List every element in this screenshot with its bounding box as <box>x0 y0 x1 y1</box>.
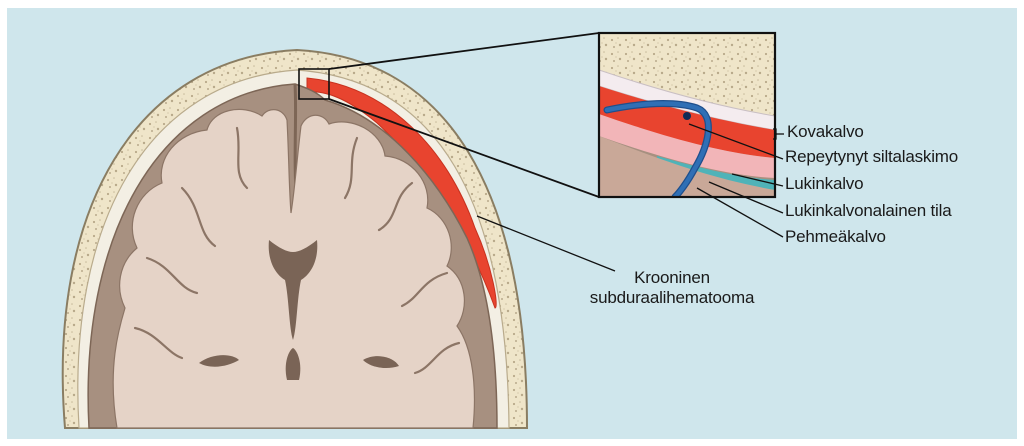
label-pia: Pehmeäkalvo <box>785 227 886 247</box>
label-arachnoid: Lukinkalvo <box>785 174 863 194</box>
label-hematoma-line1: Krooninen <box>567 268 777 288</box>
zoom-inset <box>599 33 775 197</box>
illustration-panel: Kovakalvo Repeytynyt siltalaskimo Lukink… <box>7 8 1017 439</box>
label-torn-bridging-vein: Repeytynyt siltalaskimo <box>785 147 958 167</box>
label-hematoma: Krooninen subduraalihematooma <box>567 268 777 308</box>
brain-illustration <box>7 8 1017 439</box>
label-subarachnoid-space: Lukinkalvonalainen tila <box>785 201 951 221</box>
label-hematoma-line2: subduraalihematooma <box>567 288 777 308</box>
label-dura: Kovakalvo <box>787 122 864 142</box>
